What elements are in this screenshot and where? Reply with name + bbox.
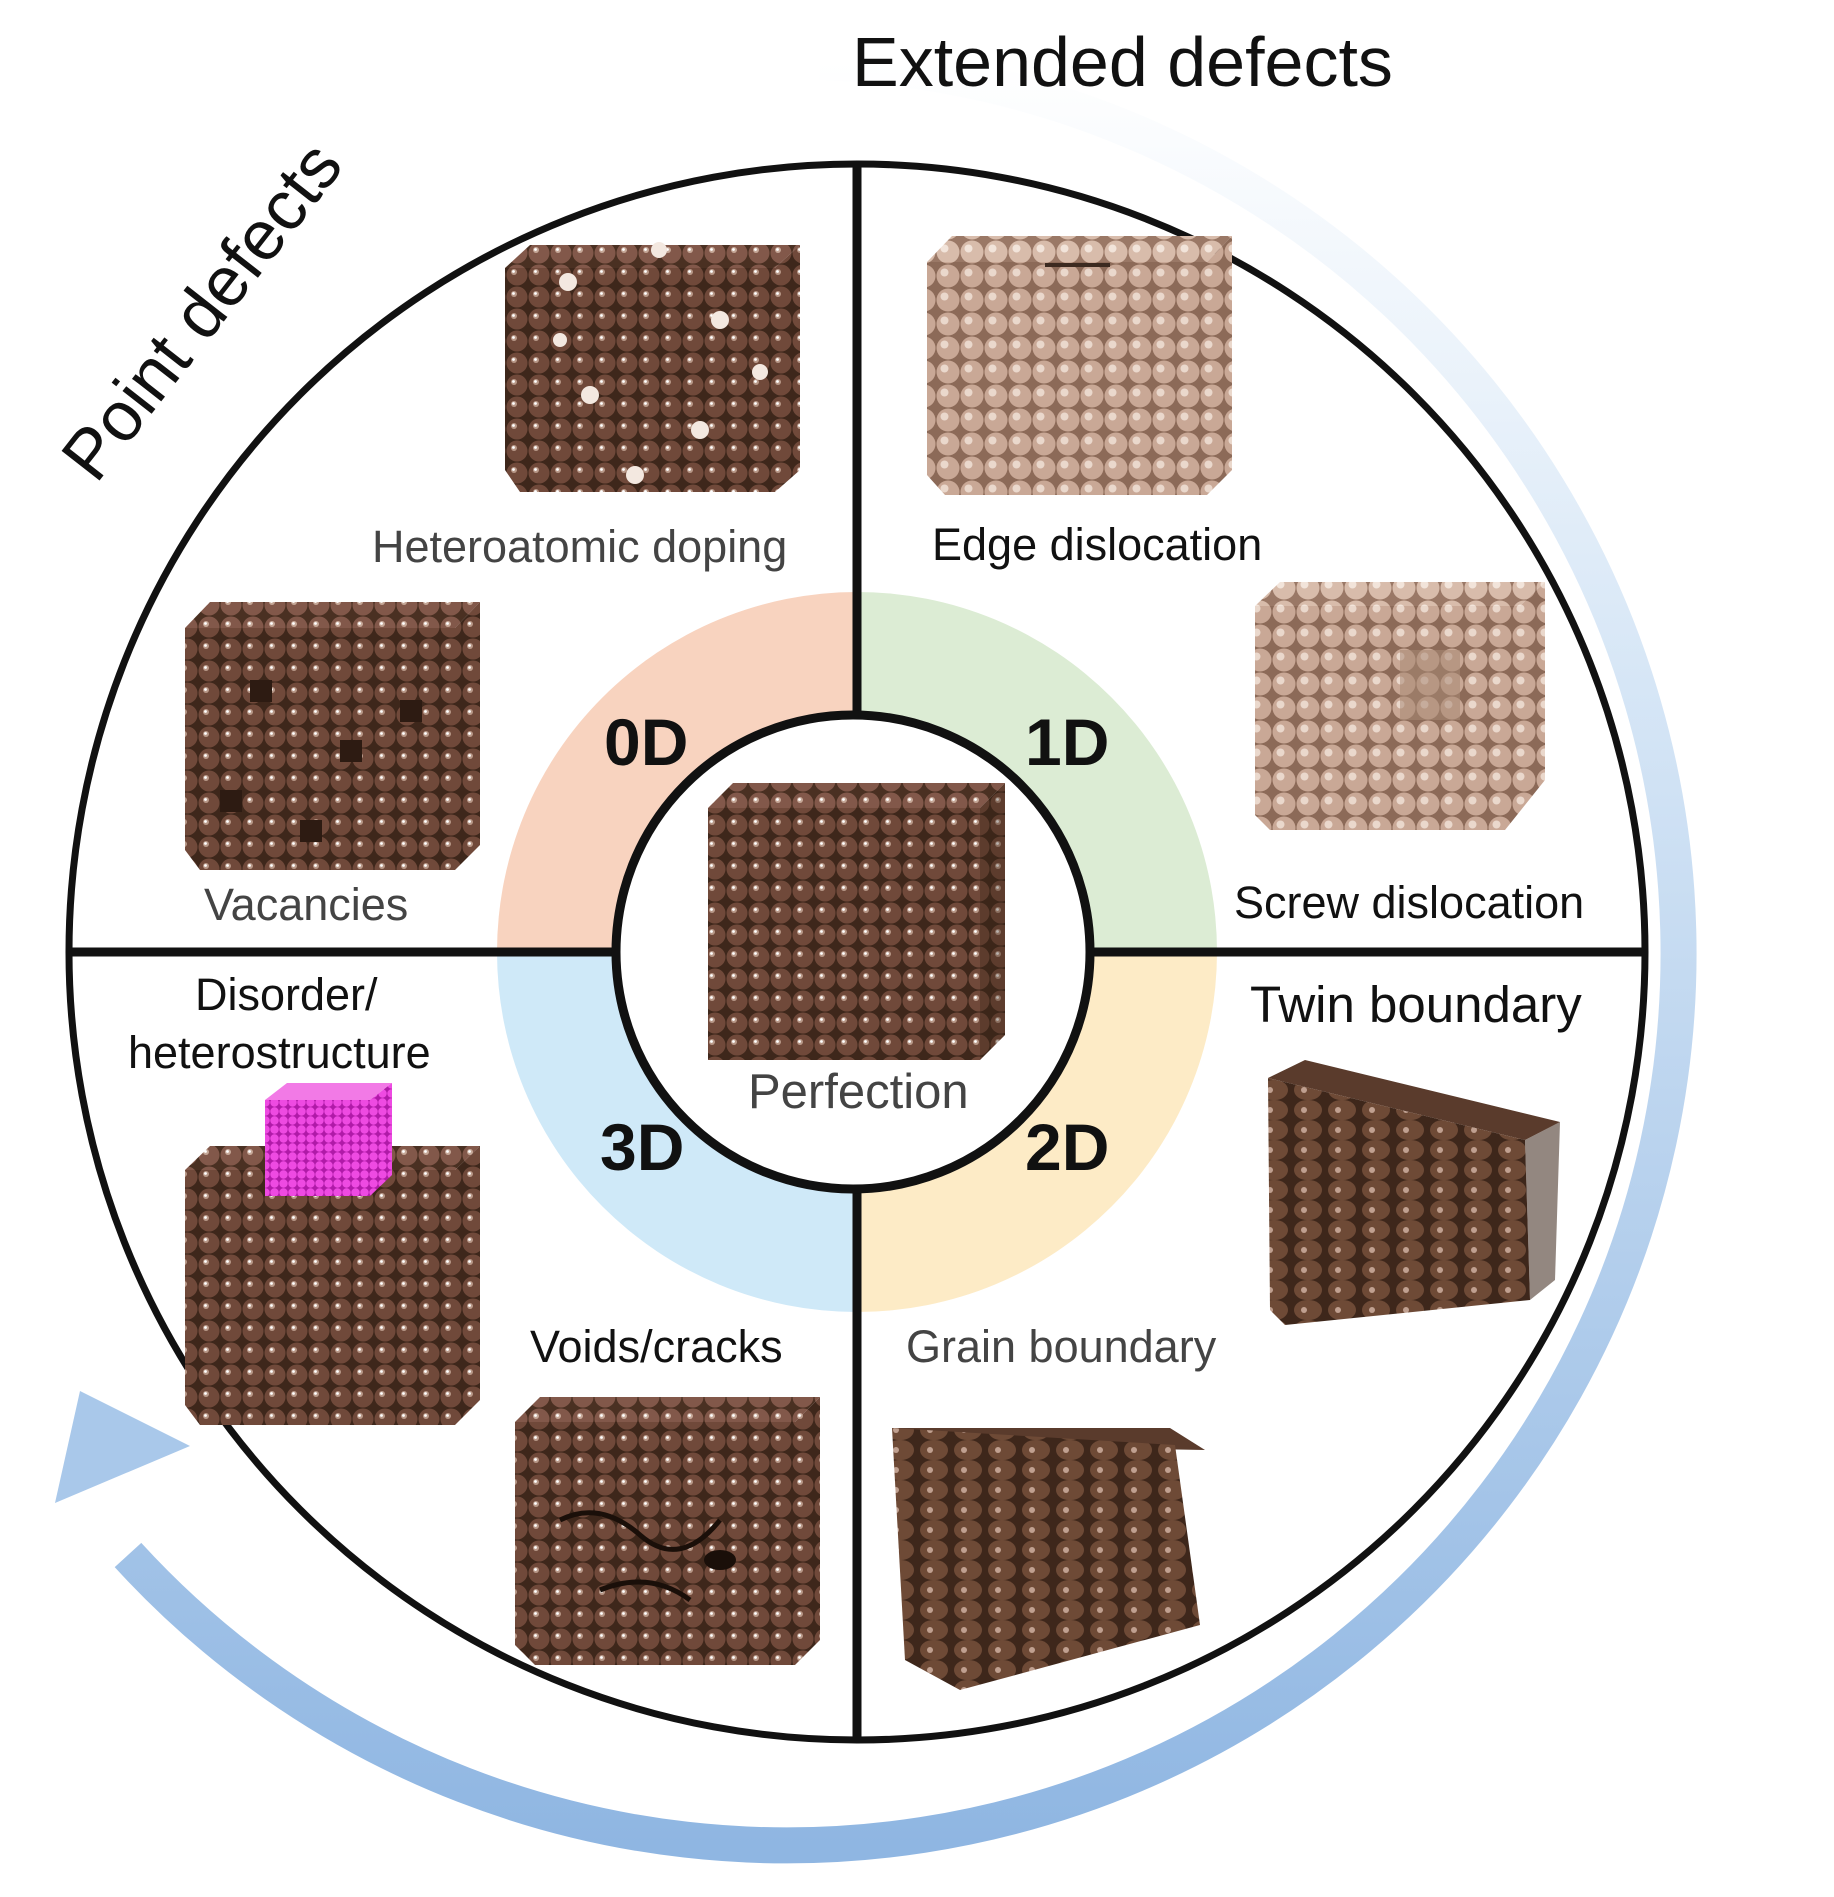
voids-cracks-image <box>515 1397 820 1665</box>
perfect-crystal-image <box>708 783 1005 1060</box>
edge-dislocation-label: Edge dislocation <box>932 519 1262 570</box>
extended-defects-label: Extended defects <box>852 23 1393 101</box>
heteroatomic-doping-label: Heteroatomic doping <box>372 521 787 572</box>
point-defects-label: Point defects <box>46 127 357 494</box>
edge-dislocation-image <box>927 236 1232 495</box>
disorder-label-line2: heterostructure <box>128 1027 431 1078</box>
voids-cracks-label: Voids/cracks <box>530 1321 783 1372</box>
grain-boundary-label: Grain boundary <box>906 1321 1217 1372</box>
label-2d: 2D <box>1025 1110 1109 1184</box>
label-3d: 3D <box>600 1110 684 1184</box>
vacancies-image <box>185 602 480 870</box>
disorder-label-line1: Disorder/ <box>195 969 378 1020</box>
screw-dislocation-image <box>1255 582 1545 830</box>
label-1d: 1D <box>1025 705 1109 779</box>
disorder-heterostructure-image <box>185 1083 480 1425</box>
screw-dislocation-label: Screw dislocation <box>1234 877 1584 928</box>
vacancies-label: Vacancies <box>204 879 408 930</box>
heteroatomic-doping-image <box>505 242 800 492</box>
twin-boundary-label: Twin boundary <box>1250 976 1582 1033</box>
perfection-label: Perfection <box>748 1065 969 1119</box>
curved-arrow <box>55 44 1697 1864</box>
arrow-head-icon <box>55 1391 190 1503</box>
twin-boundary-image <box>1268 1060 1560 1325</box>
label-0d: 0D <box>604 705 688 779</box>
grain-boundary-image <box>892 1428 1205 1690</box>
